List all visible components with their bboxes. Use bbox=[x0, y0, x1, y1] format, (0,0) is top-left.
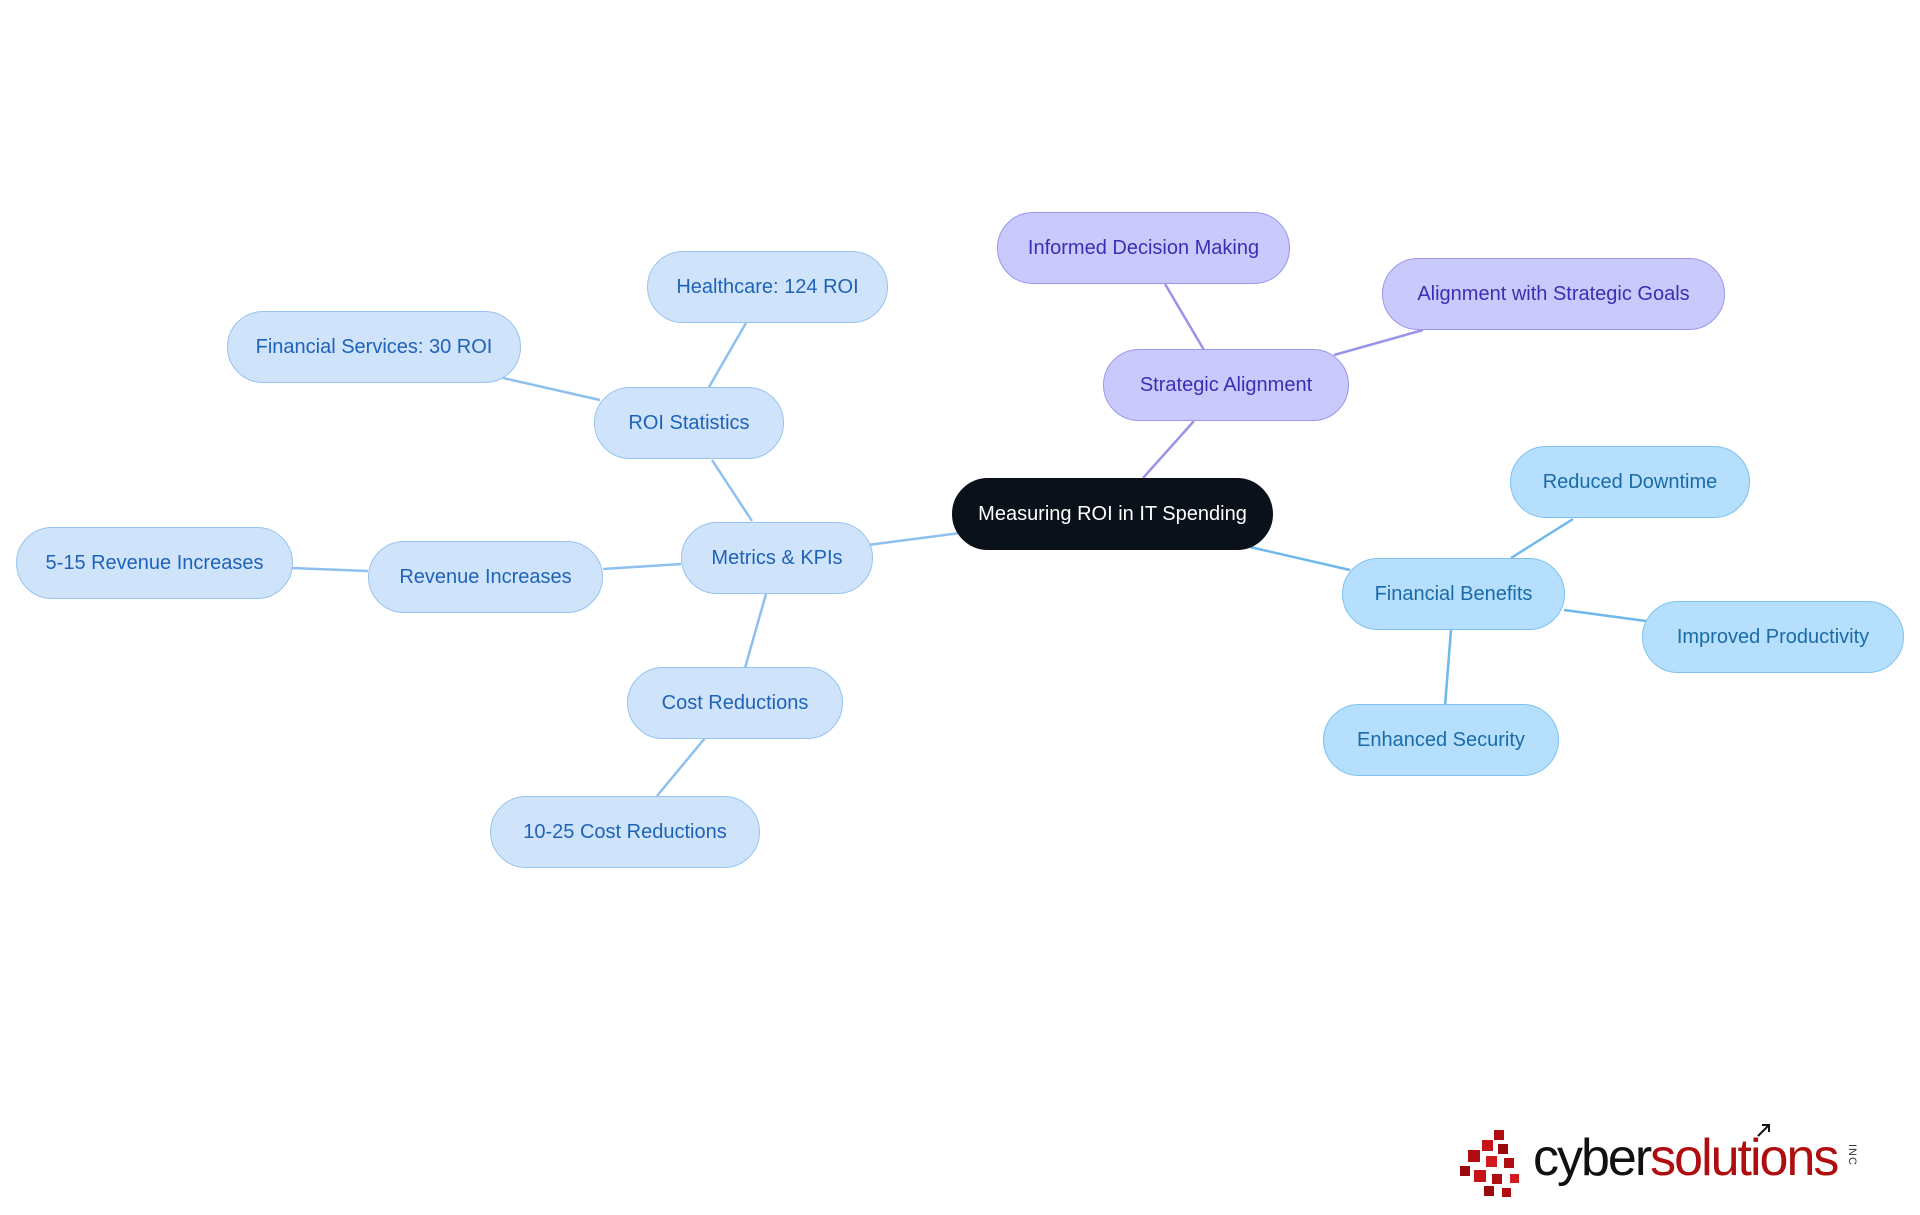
node-10-25-cost-reductions[interactable]: 10-25 Cost Reductions bbox=[490, 796, 760, 868]
node-alignment-strategic-goals[interactable]: Alignment with Strategic Goals bbox=[1382, 258, 1725, 330]
node-financial-benefits[interactable]: Financial Benefits bbox=[1342, 558, 1565, 630]
node-5-15-revenue-increases[interactable]: 5-15 Revenue Increases bbox=[16, 527, 293, 599]
logo-text-solutions: solutions bbox=[1650, 1129, 1839, 1187]
node-healthcare-roi[interactable]: Healthcare: 124 ROI bbox=[647, 251, 888, 323]
edge-root-metrics bbox=[867, 531, 961, 547]
edge-revenue-5-15 bbox=[290, 566, 369, 573]
edge-cost-10-25 bbox=[656, 737, 706, 797]
edge-financial-downtime bbox=[1510, 517, 1574, 560]
edge-root-strategic bbox=[1142, 420, 1195, 479]
node-roi-statistics[interactable]: ROI Statistics bbox=[594, 387, 784, 459]
logo-wordmark: cybersolutions bbox=[1533, 1122, 1839, 1194]
logo-text-cyber: cyber bbox=[1533, 1129, 1652, 1187]
node-strategic-alignment[interactable]: Strategic Alignment bbox=[1103, 349, 1349, 421]
node-cost-reductions[interactable]: Cost Reductions bbox=[627, 667, 843, 739]
node-financial-services-roi[interactable]: Financial Services: 30 ROI bbox=[227, 311, 521, 383]
edge-metrics-revenue bbox=[602, 562, 682, 571]
edge-financial-security bbox=[1443, 629, 1453, 707]
edge-metrics-cost bbox=[743, 593, 768, 669]
cybersolutions-logo: cybersolutions INC bbox=[1460, 1122, 1870, 1197]
edge-metrics-roi bbox=[710, 459, 754, 522]
edge-roi-financial-services bbox=[502, 376, 601, 402]
edge-strategic-informed bbox=[1163, 283, 1206, 351]
edge-strategic-alignment bbox=[1333, 328, 1424, 357]
edge-roi-healthcare bbox=[707, 322, 748, 388]
node-metrics-kpis[interactable]: Metrics & KPIs bbox=[681, 522, 873, 594]
node-reduced-downtime[interactable]: Reduced Downtime bbox=[1510, 446, 1750, 518]
red-pixel-cubes-icon bbox=[1460, 1130, 1519, 1197]
node-enhanced-security[interactable]: Enhanced Security bbox=[1323, 704, 1559, 776]
node-improved-productivity[interactable]: Improved Productivity bbox=[1642, 601, 1904, 673]
node-informed-decision-making[interactable]: Informed Decision Making bbox=[997, 212, 1290, 284]
arrow-accent-icon bbox=[1757, 1124, 1770, 1137]
edge-root-financial bbox=[1249, 545, 1351, 572]
root-node[interactable]: Measuring ROI in IT Spending bbox=[952, 478, 1273, 550]
logo-inc-label: INC bbox=[1846, 1144, 1858, 1166]
edge-financial-productivity bbox=[1563, 608, 1647, 623]
node-revenue-increases[interactable]: Revenue Increases bbox=[368, 541, 603, 613]
